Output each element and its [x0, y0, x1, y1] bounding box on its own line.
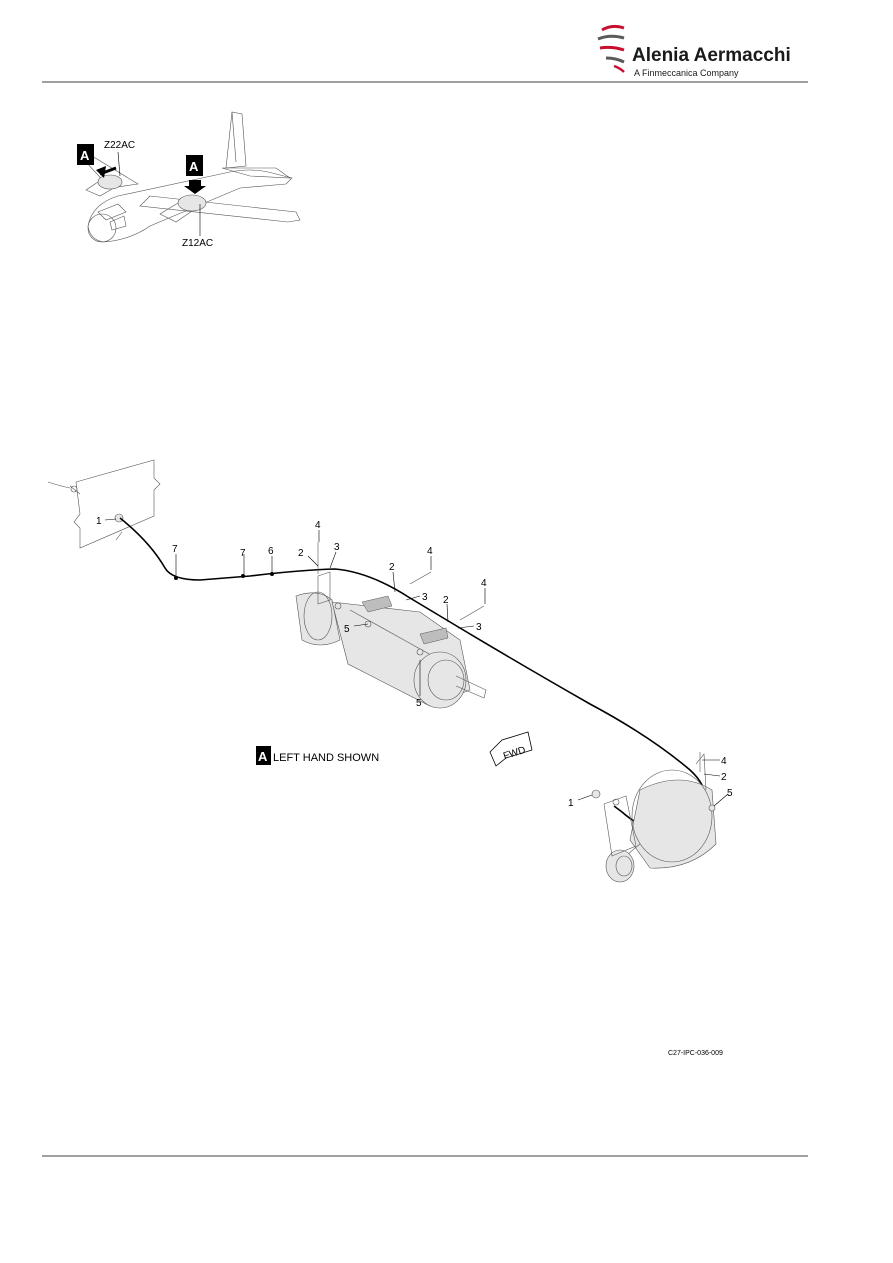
view-note-text: LEFT HAND SHOWN [273, 752, 379, 764]
callout-5: 5 [727, 788, 733, 799]
callout-1: 1 [568, 798, 574, 809]
view-note-box [256, 746, 271, 765]
callout-2: 2 [389, 562, 395, 573]
callout-6: 6 [268, 546, 274, 557]
callout-2: 2 [443, 595, 449, 606]
cable-tie-7b [241, 574, 245, 578]
view-marker-left: A [80, 148, 90, 163]
brand-name: Alenia Aermacchi [632, 45, 791, 66]
cable-6-marker [270, 572, 274, 576]
zone-label-z12ac: Z12AC [182, 238, 213, 249]
view-marker-right: A [189, 159, 199, 174]
figure-ref: C27-IPC-036-009 [668, 1050, 723, 1057]
view-arrow-left: A [77, 144, 117, 178]
callout-3: 3 [476, 622, 482, 633]
callout-4: 4 [481, 578, 487, 589]
callout-5: 5 [344, 624, 350, 635]
right-engine-assembly [591, 753, 717, 883]
right-nacelle [177, 194, 207, 212]
brand-subtitle: A Finmeccanica Company [634, 68, 739, 78]
connector-1b [591, 789, 601, 799]
view-arrow-right: A [184, 155, 206, 194]
connector-1a [114, 513, 124, 523]
callout-1: 1 [96, 516, 102, 527]
callout-4: 4 [315, 520, 321, 531]
left-nacelle [97, 174, 123, 190]
cable-assembly-diagram: 1 7 7 6 2 3 4 2 3 4 2 3 4 5 5 1 4 2 5 A … [47, 459, 733, 1057]
firewall-panel [47, 459, 161, 549]
callout-3: 3 [334, 542, 340, 553]
zone-label-z22ac: Z22AC [104, 140, 135, 151]
company-logo: Alenia Aermacchi A Finmeccanica Company [597, 24, 791, 78]
fwd-arrow: FWD [489, 731, 533, 767]
callout-4: 4 [721, 756, 727, 767]
callout-7: 7 [172, 544, 178, 555]
aircraft-locator: A A Z22AC Z12AC [77, 111, 301, 249]
callout-7: 7 [240, 548, 246, 559]
center-duct-assembly [295, 571, 487, 709]
callout-4: 4 [427, 546, 433, 557]
swoosh-logo-icon [597, 24, 625, 73]
view-note-marker: A [258, 749, 268, 764]
callout-3: 3 [422, 592, 428, 603]
callout-5: 5 [416, 698, 422, 709]
callout-2: 2 [298, 548, 304, 559]
cable-tie-7a [174, 576, 178, 580]
callout-2: 2 [721, 772, 727, 783]
